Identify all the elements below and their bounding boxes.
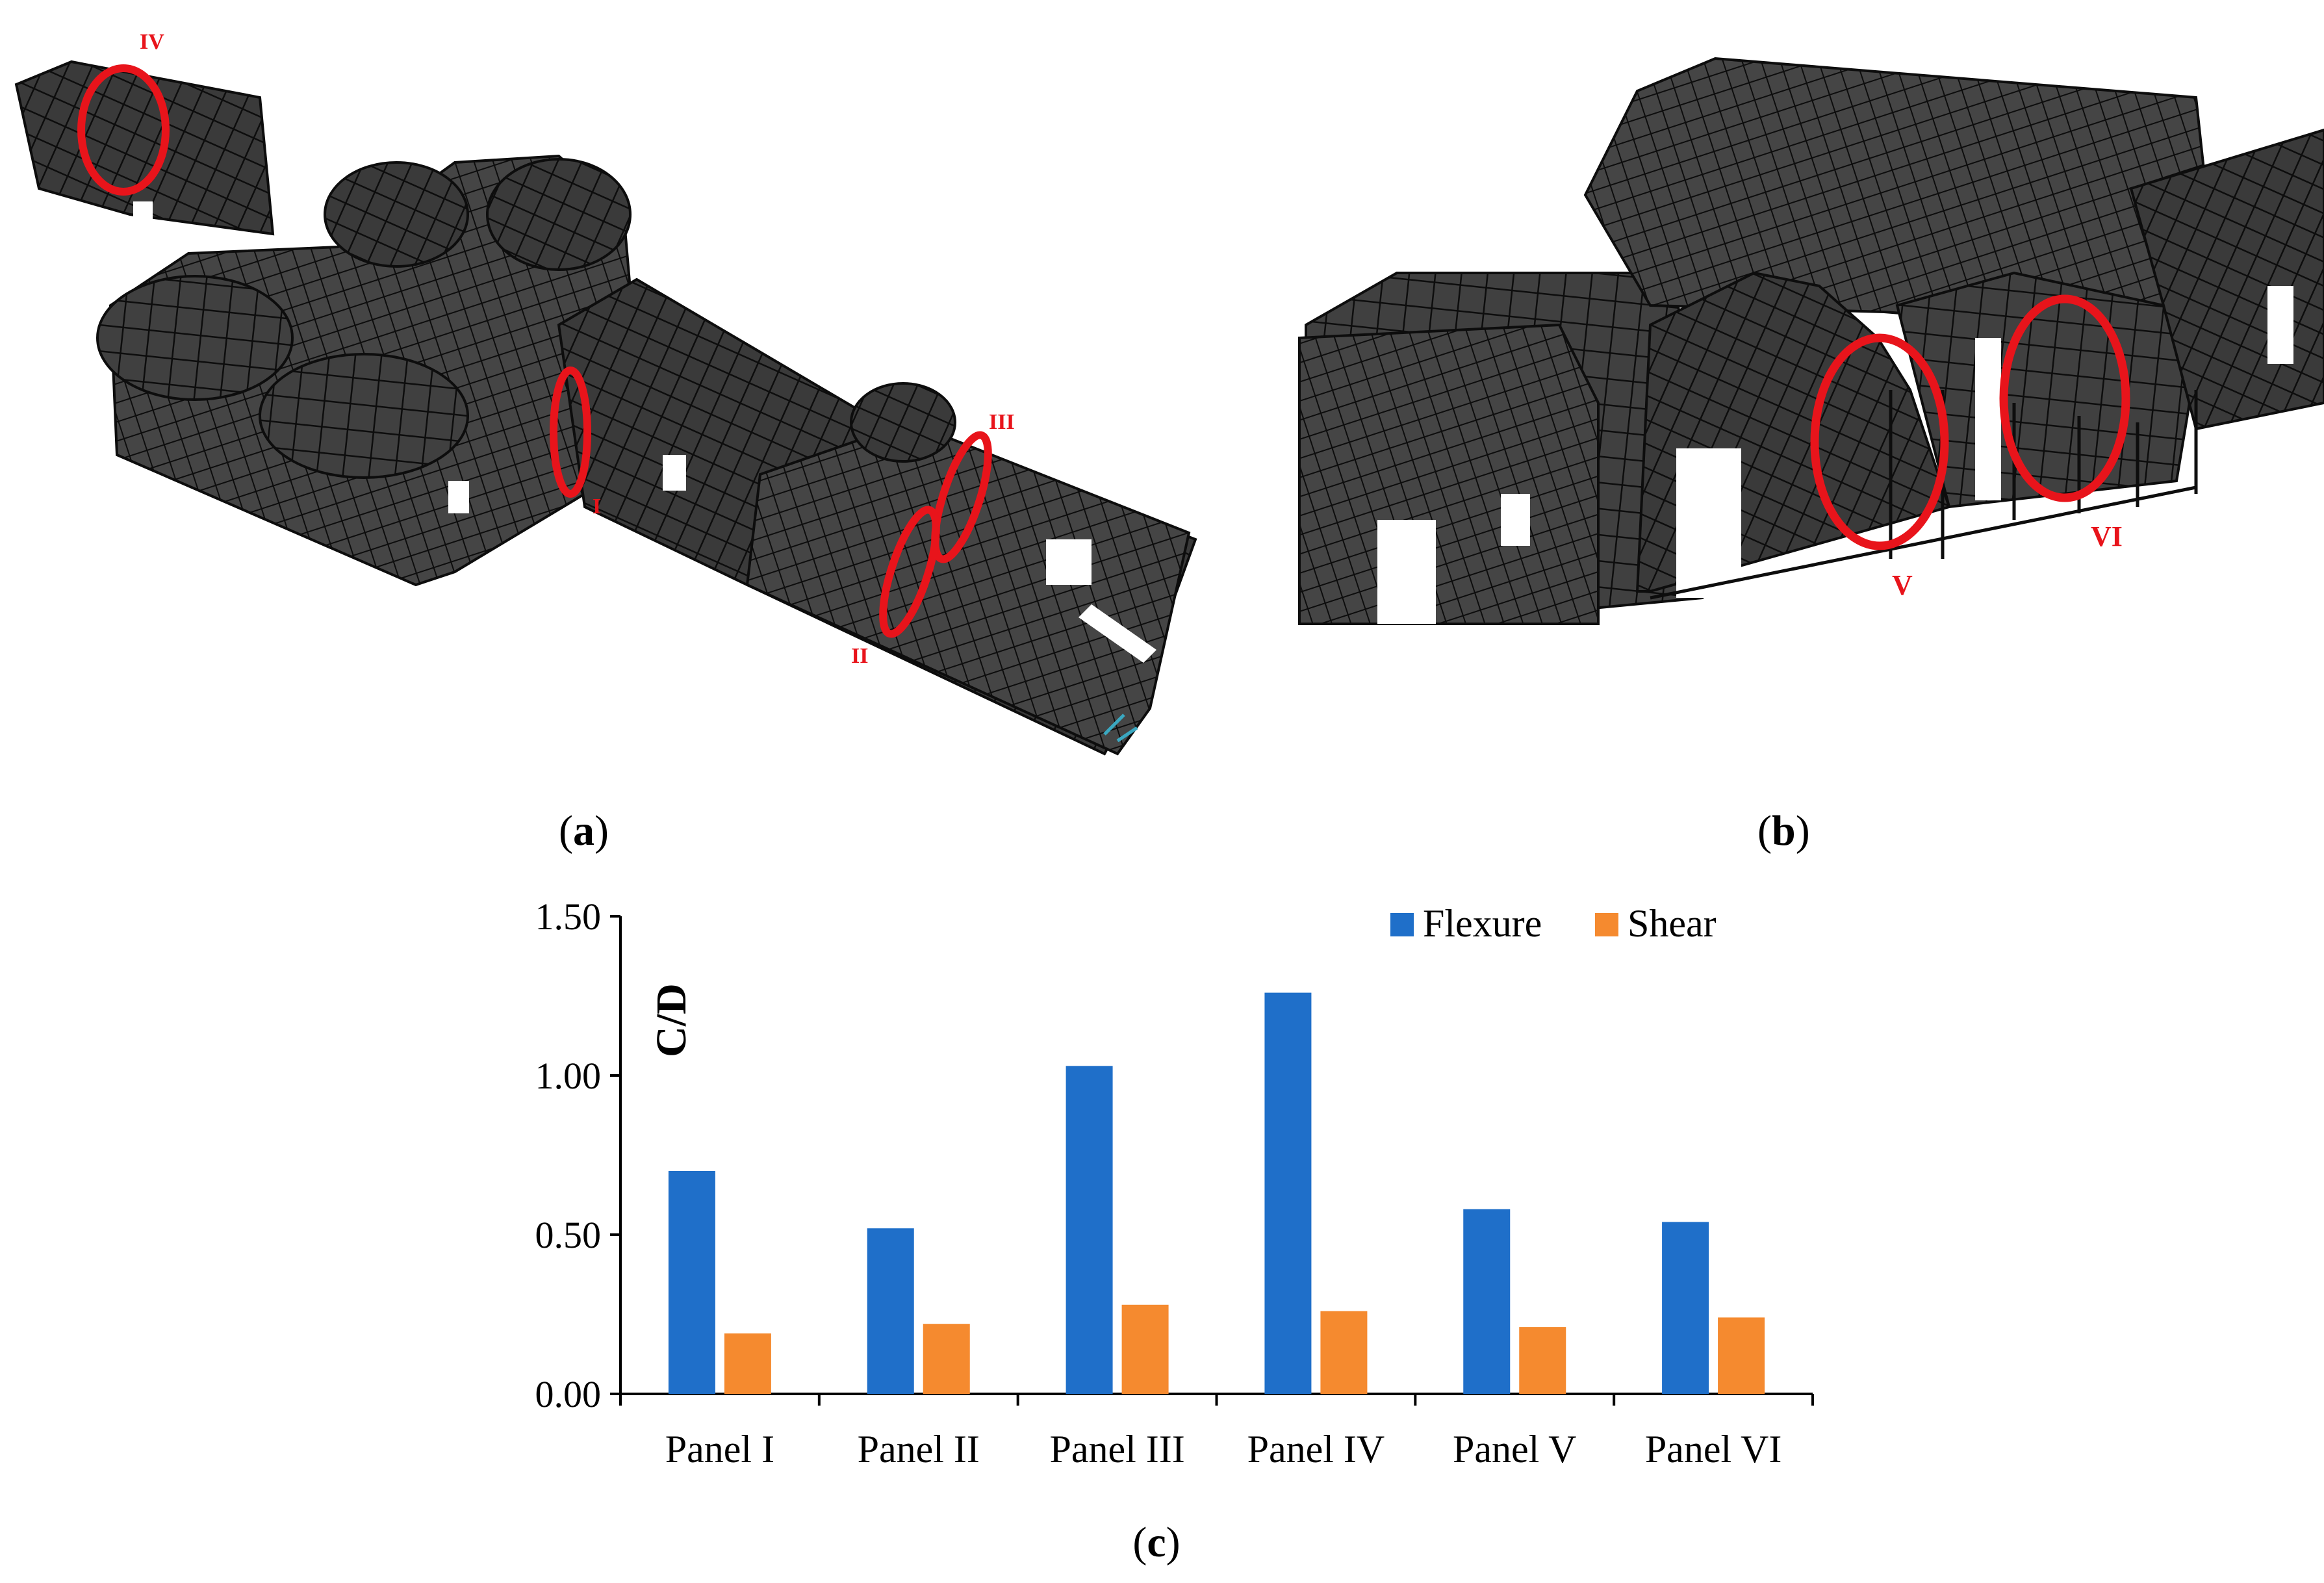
marker-ring-iv bbox=[77, 64, 170, 196]
y-tick-label: 1.00 bbox=[535, 1055, 602, 1097]
legend-label-flexure: Flexure bbox=[1423, 902, 1542, 945]
model-b-opening bbox=[1501, 494, 1530, 546]
marker-label-vi: VI bbox=[2091, 521, 2123, 552]
caption-c: (c) bbox=[1132, 1519, 1180, 1566]
model-a-vault-2 bbox=[486, 158, 632, 271]
x-category-label: Panel VI bbox=[1645, 1428, 1782, 1471]
model-a-west-wing bbox=[14, 60, 275, 236]
marker-label-iii: III bbox=[989, 410, 1015, 434]
caption-b: (b) bbox=[1757, 807, 1810, 855]
bar-shear-3 bbox=[1121, 1304, 1169, 1394]
x-category-label: Panel III bbox=[1049, 1428, 1184, 1471]
bar-shear-1 bbox=[724, 1333, 771, 1394]
marker-label-v: V bbox=[1892, 569, 1913, 601]
model-b-central-vault bbox=[1583, 57, 2224, 340]
y-axis: 0.00 0.50 1.00 1.50 bbox=[535, 895, 622, 1415]
cd-bar-chart: 0.00 0.50 1.00 1.50 Panel I Panel II Panel II… bbox=[535, 895, 1814, 1471]
bar-flexure-2 bbox=[867, 1228, 914, 1394]
legend-swatch-shear bbox=[1595, 913, 1618, 936]
bar-flexure-3 bbox=[1066, 1066, 1113, 1394]
bar-shear-2 bbox=[923, 1324, 970, 1394]
marker-ring-vi bbox=[1999, 294, 2130, 502]
x-axis: Panel I Panel II Panel III Panel IV Panel V P… bbox=[619, 1393, 1814, 1471]
chart-legend: Flexure Shear bbox=[1390, 902, 1717, 945]
marker-label-i: I bbox=[593, 495, 601, 519]
model-b-opening bbox=[1676, 448, 1741, 598]
x-category-label: Panel IV bbox=[1247, 1428, 1385, 1471]
model-a-east-end-block bbox=[745, 420, 1191, 756]
model-a-vault-3 bbox=[96, 275, 294, 401]
marker-label-ii: II bbox=[851, 644, 868, 668]
marker-ring-iii bbox=[931, 431, 992, 563]
x-category-label: Panel II bbox=[858, 1428, 980, 1471]
model-a-opening bbox=[1046, 539, 1092, 585]
bar-series bbox=[668, 992, 1765, 1394]
marker-ring-ii bbox=[879, 506, 940, 638]
model-a-vault-1 bbox=[324, 161, 469, 268]
legend-swatch-flexure bbox=[1390, 913, 1414, 936]
model-b-opening bbox=[2267, 286, 2293, 364]
model-a-dome bbox=[850, 382, 956, 463]
y-tick-label: 0.00 bbox=[535, 1373, 602, 1415]
bar-flexure-6 bbox=[1662, 1222, 1709, 1394]
model-a-opening bbox=[448, 481, 469, 513]
fe-model-b bbox=[1298, 57, 2324, 625]
marker-label-iv: IV bbox=[140, 30, 164, 54]
y-tick-label: 0.50 bbox=[535, 1214, 602, 1256]
y-axis-label: C/D bbox=[648, 983, 695, 1057]
legend-label-shear: Shear bbox=[1628, 902, 1717, 945]
model-b-opening bbox=[1975, 338, 2001, 500]
bar-flexure-5 bbox=[1463, 1209, 1511, 1394]
bar-flexure-1 bbox=[668, 1171, 715, 1394]
model-b-front-low-wing bbox=[1298, 323, 1600, 625]
model-b-opening bbox=[1377, 520, 1436, 624]
bar-shear-4 bbox=[1320, 1311, 1368, 1394]
fe-model-a bbox=[14, 60, 1197, 756]
bar-shear-6 bbox=[1718, 1317, 1765, 1394]
marker-ring-v bbox=[1810, 333, 1949, 550]
bar-flexure-4 bbox=[1264, 992, 1312, 1394]
caption-a: (a) bbox=[559, 807, 609, 855]
model-a-markers: IV I III II bbox=[77, 30, 1015, 668]
model-a-opening bbox=[133, 201, 153, 227]
model-a-vault-4 bbox=[259, 353, 469, 479]
model-a-opening bbox=[663, 455, 686, 491]
bar-shear-5 bbox=[1519, 1327, 1566, 1394]
model-a-support-symbol bbox=[1103, 714, 1138, 743]
x-category-label: Panel I bbox=[665, 1428, 774, 1471]
model-b-markers: V VI bbox=[1810, 294, 2130, 601]
model-a-roof-gap bbox=[1079, 604, 1156, 663]
y-tick-label: 1.50 bbox=[535, 895, 602, 938]
x-category-label: Panel V bbox=[1453, 1428, 1577, 1471]
marker-ring-i bbox=[550, 367, 591, 498]
